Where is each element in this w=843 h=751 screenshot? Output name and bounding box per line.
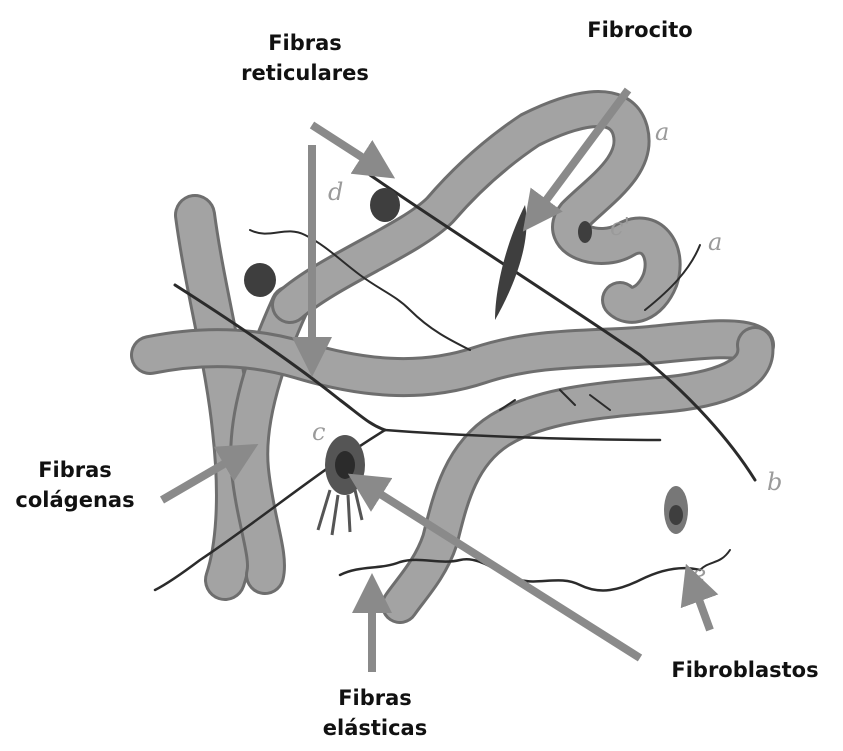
arrow-fibroblastos-1 [358,480,640,658]
arrow-reticular-1 [312,125,385,172]
label-fibrocito: Fibrocito [565,15,715,45]
cell-c-prime [578,221,592,243]
label-fibras-colagenas: Fibras colágenas [0,455,150,515]
label-fibroblastos: Fibroblastos [655,655,835,685]
label-fibras-elasticas: Fibras elásticas [300,683,450,743]
cell-round-left [244,263,276,297]
letter-c-prime: c' [610,213,630,241]
letter-a-top: a [655,118,669,146]
letter-a-right: a [708,228,722,256]
fibroblast-cell [318,435,365,535]
collagen-bundle-top-loop [290,109,663,305]
label-fibras-reticulares: Fibras reticulares [220,28,390,88]
cell-d [370,188,400,222]
letter-b: b [767,468,782,496]
letter-d: d [328,178,343,206]
collagen-bundle-vertical [195,215,236,580]
letter-c: c [312,418,325,446]
fibroblast-cell-e [664,486,688,534]
